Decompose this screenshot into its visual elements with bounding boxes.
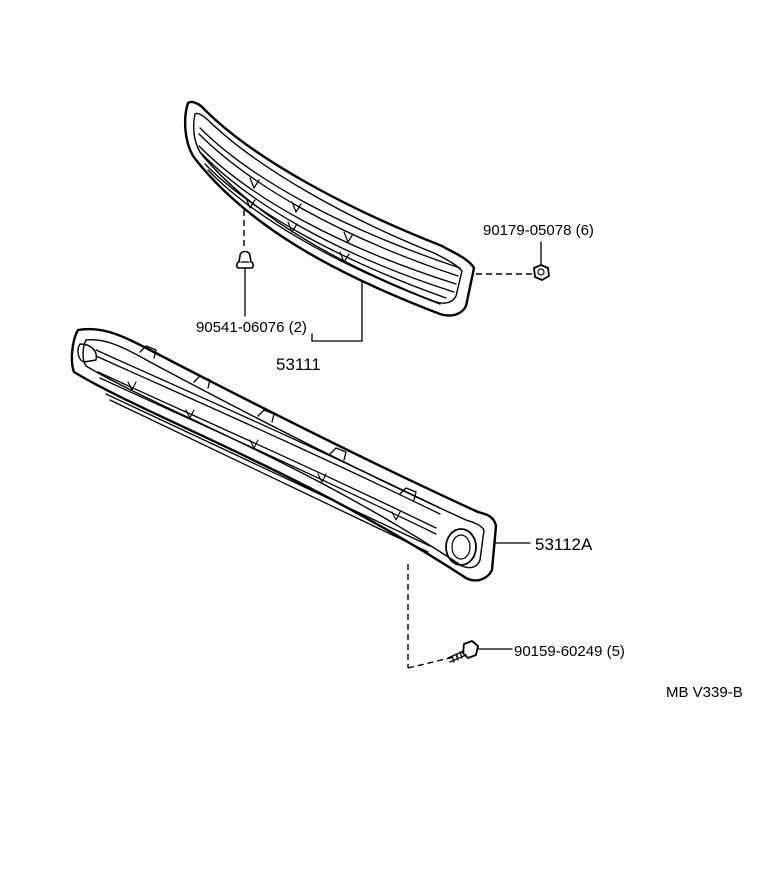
- upper-grille: [183, 100, 476, 317]
- figure-code: MB V339-B: [666, 684, 743, 701]
- lower-grille-clip-bosses: [127, 381, 401, 521]
- grille-clip-bosses: [245, 177, 354, 263]
- upper-grille-part-number: 53111: [276, 355, 321, 374]
- clip-part-number: 90541-06076 (2): [196, 319, 307, 336]
- nut-part: [476, 241, 550, 281]
- clip-part: [235, 210, 255, 317]
- lower-grille-part-number: 53112A: [535, 535, 593, 554]
- lower-grille-ribs: [139, 345, 417, 501]
- nut-part-number: 90179-05078 (6): [483, 222, 594, 239]
- lower-grille: [70, 327, 498, 582]
- screw-part: [407, 564, 513, 669]
- assembly-bracket: [311, 281, 363, 342]
- screw-part-number: 90159-60249 (5): [514, 643, 625, 660]
